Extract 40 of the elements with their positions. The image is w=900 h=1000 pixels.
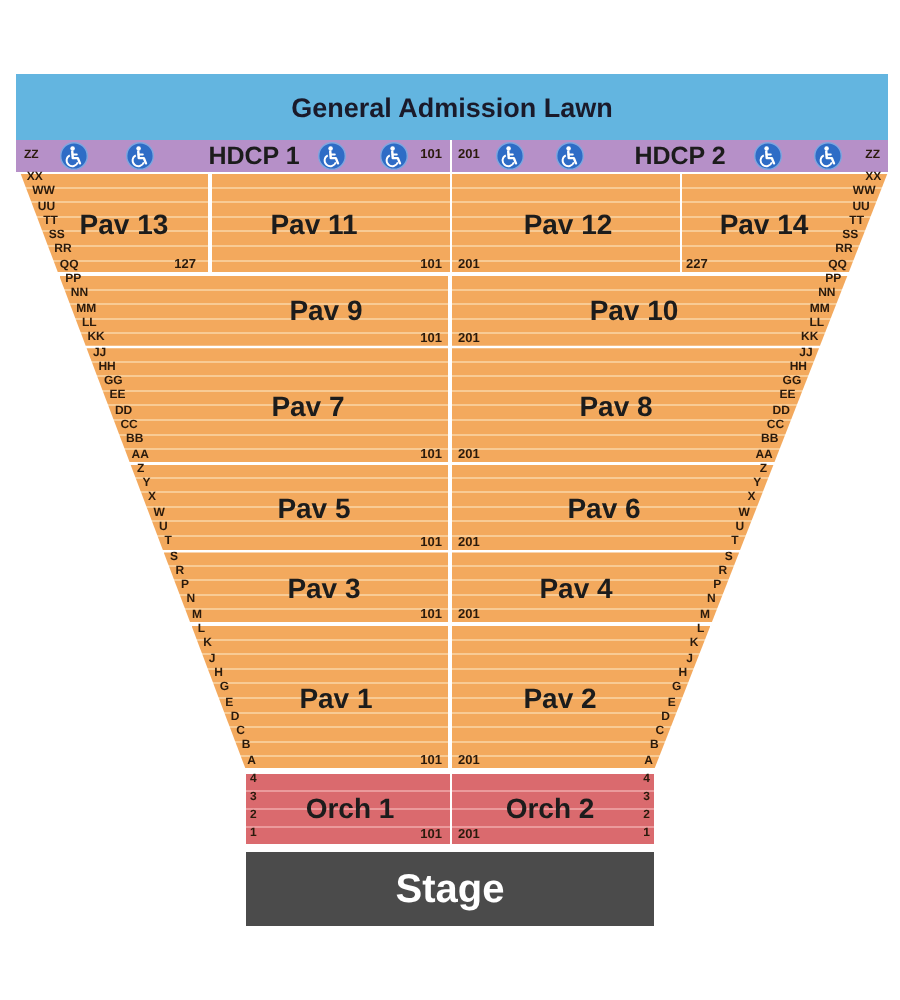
seating-section	[211, 173, 449, 273]
section-name: Pav 1	[299, 683, 373, 712]
section-name: HDCP 2	[634, 143, 726, 168]
section-name: Pav 6	[567, 493, 641, 522]
seating-section	[163, 552, 449, 623]
seating-section	[130, 464, 449, 550]
section-name: Pav 10	[589, 296, 679, 325]
seating-section	[681, 173, 888, 273]
section-name: HDCP 1	[208, 143, 300, 168]
section-name: Pav 14	[719, 209, 809, 238]
section-name: Orch 1	[305, 794, 395, 823]
stage-label: Stage	[395, 869, 505, 909]
section-name: Pav 11	[270, 209, 358, 238]
section-name: Pav 8	[579, 391, 653, 420]
section-name: Pav 7	[271, 391, 345, 420]
section-name: Pav 12	[523, 209, 613, 238]
seating-section	[191, 625, 449, 769]
seating-section	[451, 275, 848, 346]
stage-block	[246, 852, 654, 926]
section-name: Pav 3	[287, 573, 361, 602]
area-name: General Admission Lawn	[291, 93, 613, 121]
seating-section	[451, 464, 774, 550]
accessible-seating-band	[451, 140, 888, 171]
seating-section	[86, 348, 449, 463]
seating-section	[451, 552, 740, 623]
seating-section	[20, 173, 209, 273]
section-name: Pav 4	[539, 573, 613, 602]
orchestra-section	[246, 773, 449, 844]
seating-section	[59, 275, 449, 346]
orchestra-section	[451, 773, 654, 844]
section-name: Pav 13	[79, 209, 169, 238]
seating-section	[451, 348, 820, 463]
section-name: Pav 2	[523, 683, 597, 712]
section-name: Pav 9	[289, 296, 363, 325]
seating-section	[451, 625, 711, 769]
section-name: Pav 5	[277, 493, 351, 522]
seating-section	[451, 173, 679, 273]
lawn-area	[16, 74, 888, 140]
accessible-seating-band	[16, 140, 449, 171]
section-name: Orch 2	[505, 794, 595, 823]
